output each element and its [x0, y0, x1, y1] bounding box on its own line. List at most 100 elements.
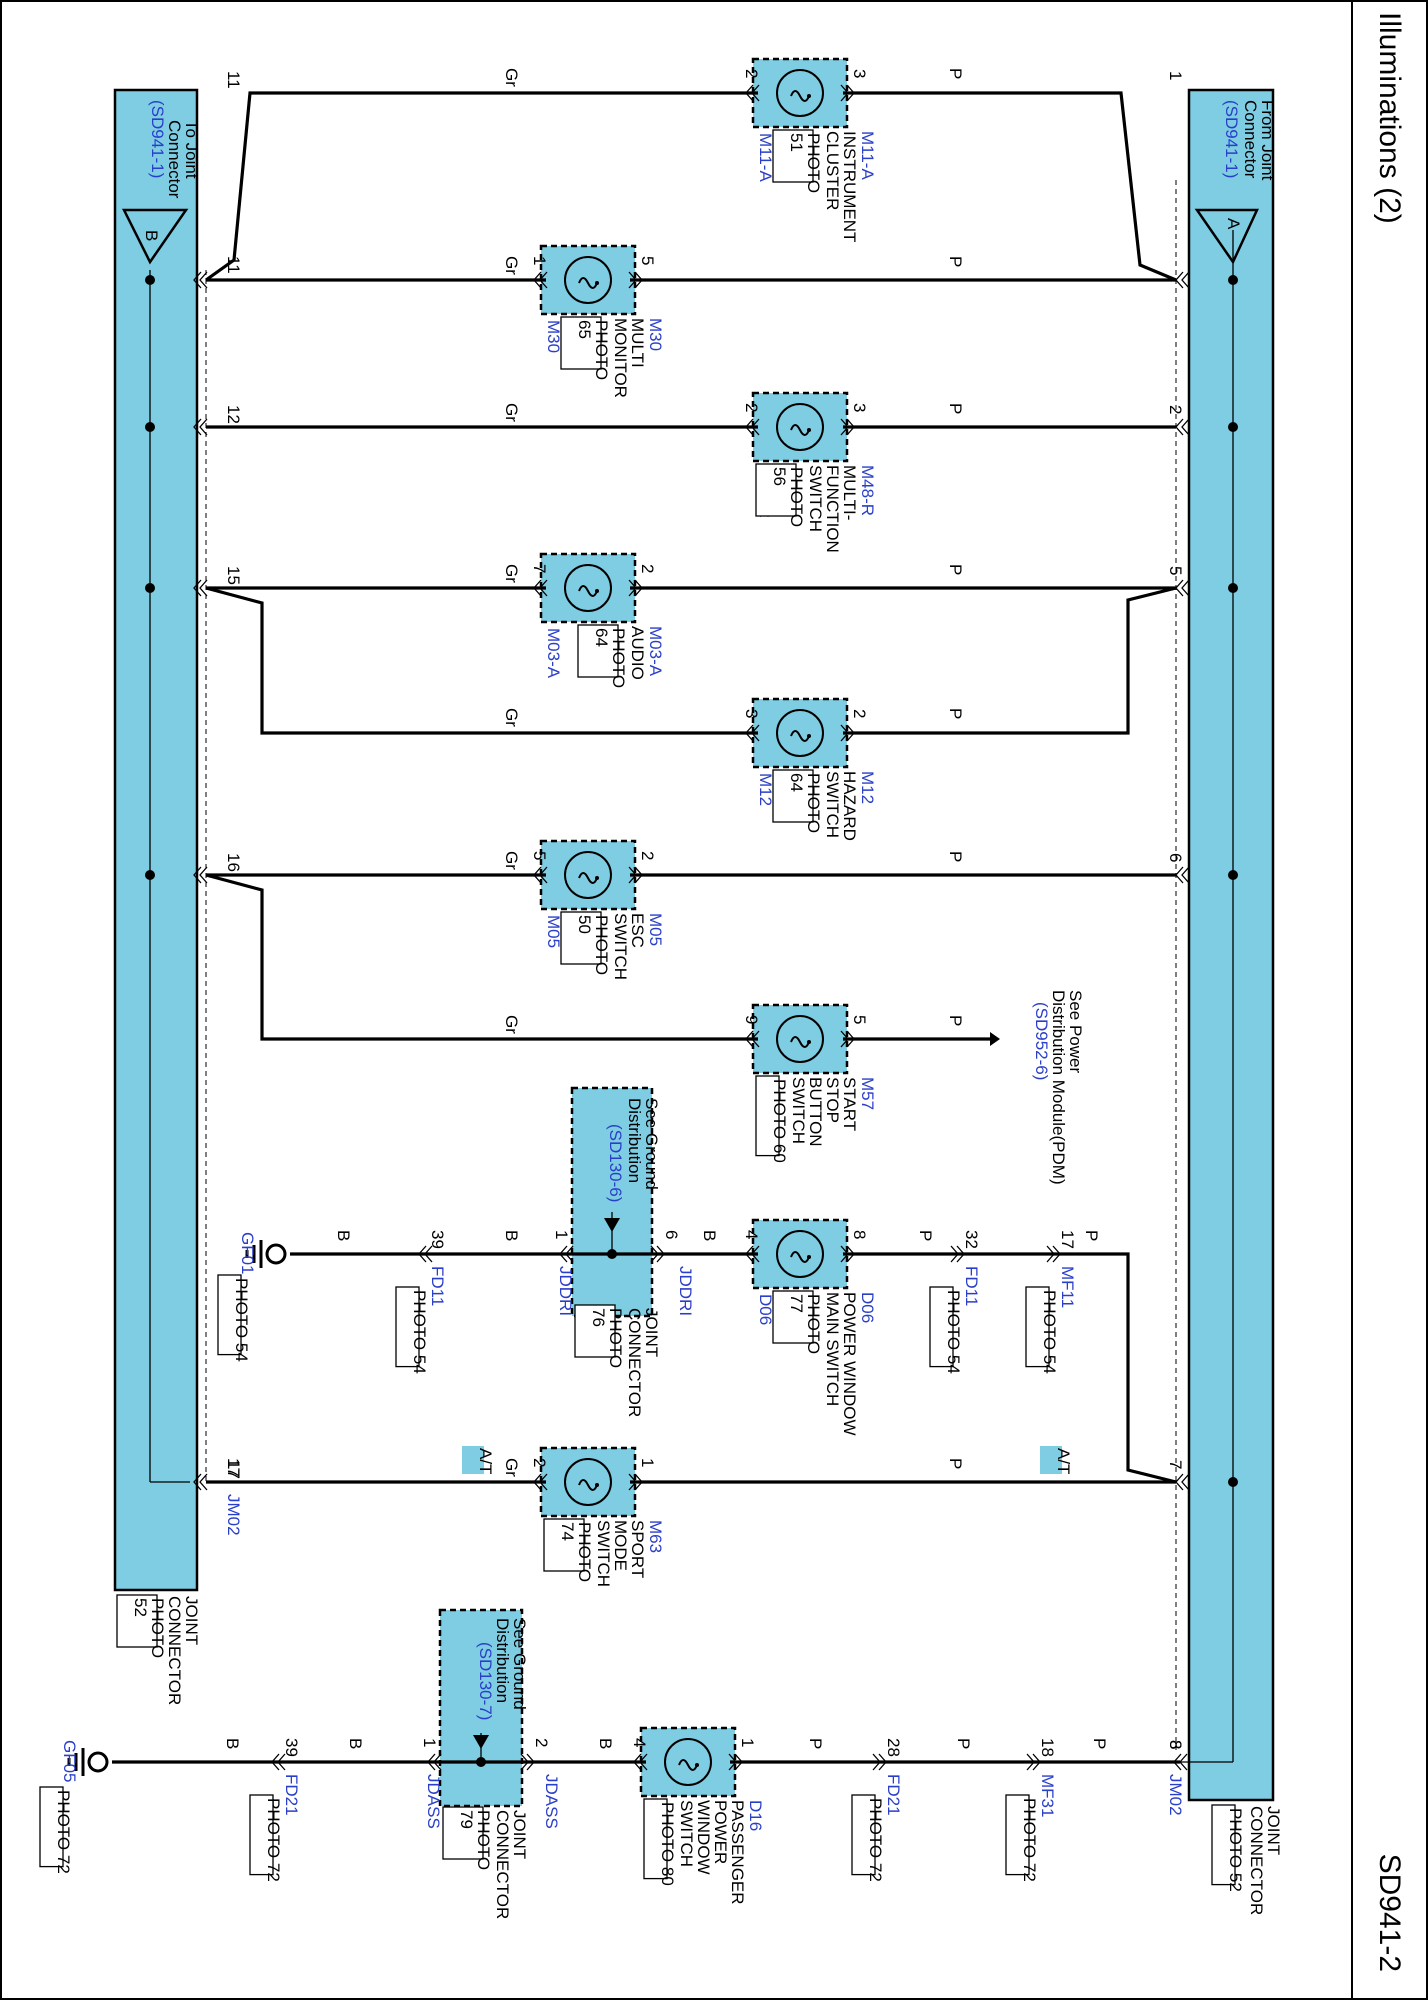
start-stop-left-chevron [745, 1030, 754, 1048]
joint-b-splice-dot [145, 275, 155, 285]
joint-b-splice-dot [145, 422, 155, 432]
at-tag-left: A/T [476, 1448, 495, 1474]
sport-right-chevron [628, 1473, 637, 1491]
at-tag-right-bg [1040, 1446, 1062, 1474]
audio-left-chevron [539, 579, 548, 597]
ground-dist-1-text: See Ground [642, 1098, 661, 1190]
joint-b-pin-chevron [193, 866, 202, 884]
jdass-2-chevron [520, 1753, 529, 1771]
joint-from-text: From Joint [1258, 100, 1277, 181]
fd21-39-chevron [277, 1753, 286, 1771]
multi-function-switch-name: SWITCH [806, 465, 825, 532]
hazard-switch-bulb-icon-dot [807, 734, 811, 738]
passenger-power-window-switch-bulb-icon-outer [664, 1738, 712, 1786]
pdm-arrow-icon [990, 1032, 1000, 1046]
audio-left-pin: 7 [530, 564, 549, 573]
esc-switch-photo-frame [560, 911, 602, 965]
multi-monitor-photo: 65 [575, 320, 594, 339]
sport-mode-switch-bulb-icon-filament [578, 1479, 598, 1491]
joint-a-pin-chevron [1175, 579, 1184, 597]
inline-connector-code: FD21 [282, 1774, 301, 1816]
start-stop-button-bulb-icon-outer [776, 1015, 824, 1063]
sport-left-chevron [539, 1473, 548, 1491]
joint-to-bottom-photo: PHOTO [148, 1598, 167, 1658]
multi-monitor-right-chevron [628, 271, 637, 289]
hazard-switch-left-conn: M12 [756, 773, 775, 806]
audio-photo: 64 [592, 628, 611, 647]
sport-mode-switch-bulb-icon-outer [564, 1458, 612, 1506]
wire-color-b: B [596, 1738, 615, 1749]
jm02-17-chevron [193, 1473, 202, 1491]
instrument-cluster-left-pin: 2 [742, 69, 761, 78]
jm02-8-chevron [1173, 1753, 1182, 1771]
esc-right-chevron [634, 866, 643, 884]
instrument-cluster-photo-frame [772, 129, 814, 183]
inline-connector-photo-frame [249, 1794, 274, 1876]
inline-connector-code: FD11 [428, 1266, 447, 1306]
wire-color-b: B [346, 1738, 365, 1749]
sport-mode-switch-joint-right-pin: 7 [1166, 1460, 1185, 1469]
joint-b-pin-chevron [199, 271, 208, 289]
start-stop-button-right-pin: 5 [850, 1015, 869, 1024]
joint-b-triangle-icon [121, 208, 189, 265]
multi-function-switch-right-conn: M48-R [858, 465, 877, 516]
mfs-left-chevron [751, 418, 760, 436]
audio-right-chevron [628, 579, 637, 597]
ground-gf05-icon-ring [87, 1751, 109, 1773]
ground-gf01-icon-ring [265, 1243, 287, 1265]
title-strip: Illuminations (2) SD941-2 [1373, 12, 1406, 1972]
joint-from-ref: (SD941-1) [1222, 100, 1241, 178]
passenger-power-window-switch-photo-frame [643, 1798, 668, 1880]
instrument-cluster-left-chevron [745, 84, 754, 102]
jdass-1-chevron [433, 1753, 442, 1771]
audio-left-conn: M03-A [544, 628, 563, 679]
hazard-left-chevron [751, 724, 760, 742]
joint-a-pin-chevron [1175, 866, 1184, 884]
power-window-main-switch-bulb-icon-dot [807, 1255, 811, 1259]
start-stop-right-chevron [840, 1030, 849, 1048]
fd21-28-chevron [872, 1753, 881, 1771]
wire-color-gr: Gr [502, 68, 521, 87]
multi-monitor-bulb-icon-dot [595, 281, 599, 285]
ground-dist-2-body [438, 1608, 524, 1808]
inline-connector-photo-frame [851, 1794, 876, 1876]
jdass-label: CONNECTOR [493, 1810, 512, 1919]
ground-gf05-icon [67, 1748, 109, 1776]
sport-mode-switch-photo: 74 [558, 1522, 577, 1541]
start-stop-button-name: STOP [823, 1077, 842, 1123]
power-window-main-switch-name: POWER WINDOW [840, 1292, 859, 1436]
ground-dist-1-arrow-icon [604, 1218, 620, 1232]
wire-color-p: P [946, 1015, 965, 1026]
d16-4-chevron [639, 1753, 648, 1771]
joint-from-bottom-label: JOINT [1264, 1806, 1283, 1855]
instrument-cluster-bulb-icon [776, 69, 824, 117]
sport-right-chevron [634, 1473, 643, 1491]
joint-from-bottom-photo: PHOTO 52 [1226, 1808, 1245, 1892]
instrument-cluster-name: INSTRUMENT [840, 131, 859, 242]
wire-gr-instrument-cluster [205, 91, 758, 282]
hazard-switch-photo: 64 [787, 773, 806, 792]
hazard-left-chevron [745, 724, 754, 742]
power-window-main-switch-photo-frame [772, 1290, 814, 1344]
wire-color-gr: Gr [502, 851, 521, 870]
passenger-power-window-switch-name: PASSENGER [728, 1800, 747, 1905]
d06-4-chevron [745, 1245, 754, 1263]
ground-gf01-icon [245, 1240, 287, 1268]
esc-switch-photo: 50 [575, 915, 594, 934]
passenger-power-window-switch-bulb-icon-dot [695, 1763, 699, 1767]
hazard-switch-photo: PHOTO [804, 773, 823, 833]
esc-switch-bulb-icon-outer [564, 851, 612, 899]
power-window-main-switch-bulb-icon [776, 1230, 824, 1278]
joint-a-letter: A [1224, 218, 1243, 230]
joint-b-pin-chevron [193, 271, 202, 289]
instrument-cluster-right-pin: 3 [850, 69, 869, 78]
jdass-label: JOINT [510, 1810, 529, 1859]
wire-color-p: P [1082, 1230, 1101, 1241]
mf11-17-chevron [1046, 1245, 1055, 1263]
multi-monitor-bulb-icon [564, 256, 612, 304]
wire-color-p: P [1090, 1738, 1109, 1749]
d16-1-chevron [734, 1753, 743, 1771]
multi-function-switch-bulb-icon [776, 403, 824, 451]
ground-gf01-name: GF01 [238, 1232, 257, 1275]
